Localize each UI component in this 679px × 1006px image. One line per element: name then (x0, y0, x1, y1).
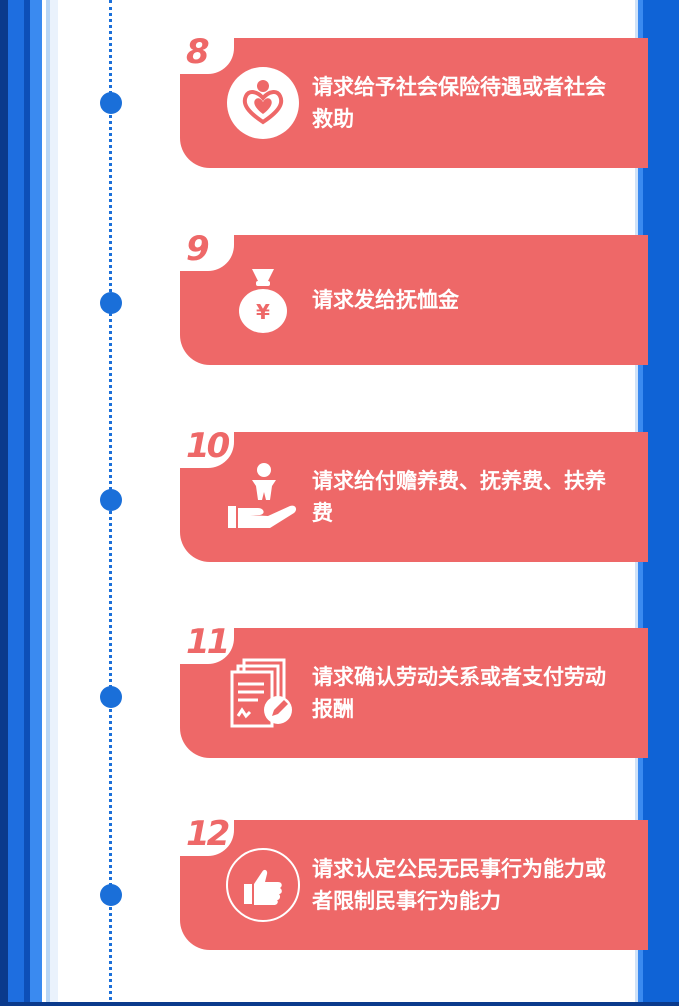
list-item: 8 请求给予社会保险待遇或者社会救助 (174, 30, 648, 168)
list-item: 9 ¥ 请求发给抚恤金 (174, 227, 648, 365)
timeline-dot (100, 884, 122, 906)
item-text: 请求发给抚恤金 (312, 288, 459, 312)
item-text: 请求给予社会保险待遇或者社会救助 (312, 75, 606, 131)
item-number: 8 (186, 32, 210, 72)
item-number: 9 (186, 229, 210, 269)
timeline-dot (100, 292, 122, 314)
list-item: 12 请求认定公民无民事行为能力或者限制民事行为能力 (174, 812, 648, 950)
item-text: 请求认定公民无民事行为能力或者限制民事行为能力 (312, 857, 606, 913)
bottom-border (0, 1002, 679, 1006)
timeline-dot (100, 686, 122, 708)
timeline-dot (100, 489, 122, 511)
list-item: 11 请求确认劳动关系或者支付劳动报酬 (174, 620, 648, 758)
document-signing-icon (230, 658, 292, 728)
item-number: 12 (186, 814, 230, 854)
money-bag-icon: ¥ (239, 269, 287, 333)
item-number: 10 (186, 426, 230, 466)
child-hand-icon (228, 463, 297, 528)
heart-care-icon (227, 67, 299, 139)
timeline-dot (100, 92, 122, 114)
thumbs-up-icon (226, 848, 300, 922)
left-decorative-stripes (0, 0, 58, 1006)
item-number: 11 (186, 622, 230, 662)
item-text: 请求确认劳动关系或者支付劳动报酬 (312, 665, 606, 721)
svg-text:¥: ¥ (256, 300, 270, 324)
list-item: 10 请求给付赡养费、抚养费、扶养费 (174, 424, 648, 562)
item-text: 请求给付赡养费、抚养费、扶养费 (312, 469, 606, 525)
